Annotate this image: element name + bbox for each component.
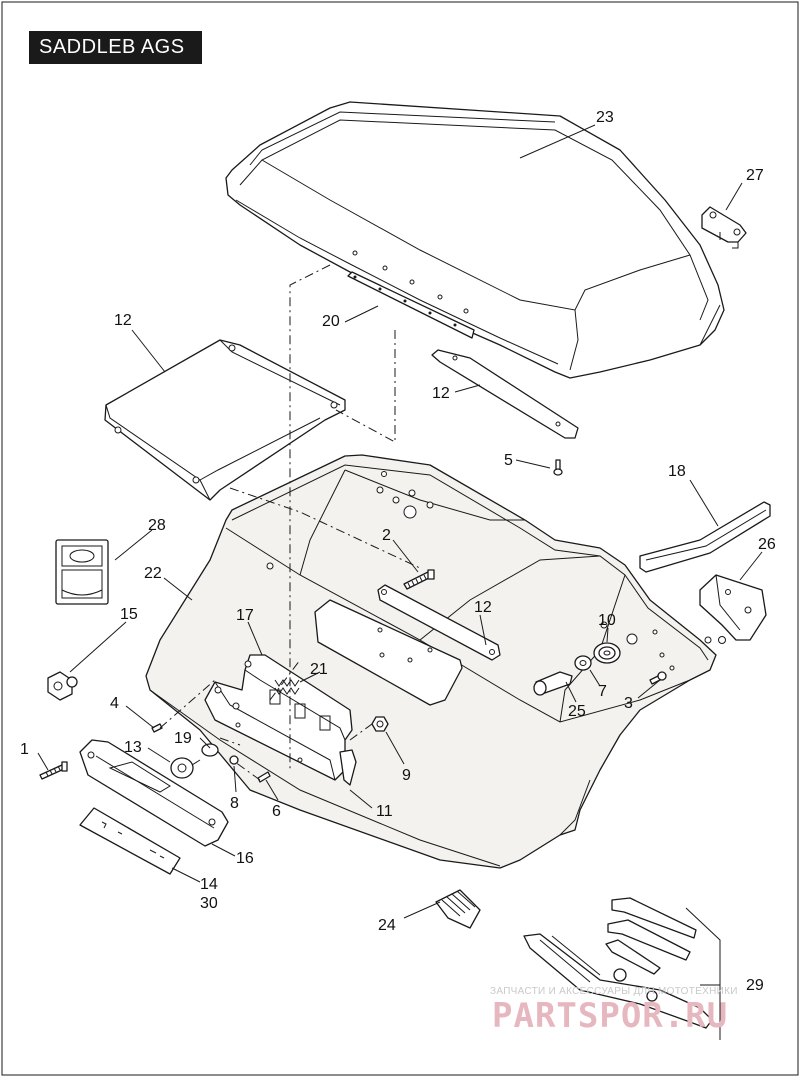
part-19-cam: [201, 743, 219, 757]
part-17-latch-base: [204, 654, 353, 781]
part-3-screw: [649, 671, 667, 685]
callout-3: 3: [624, 695, 633, 712]
callout-16: 16: [236, 850, 254, 867]
part-4-screw: [151, 723, 163, 733]
callout-10: 10: [598, 612, 616, 629]
part-7-washer: [574, 655, 592, 671]
callout-26: 26: [758, 536, 776, 553]
part-15-fastener: [47, 671, 78, 701]
part-20-hinge-strip: [347, 271, 475, 339]
part-2-screw: [403, 569, 435, 590]
callout-6: 6: [272, 803, 281, 820]
callout-18: 18: [668, 463, 686, 480]
callout-4: 4: [110, 695, 119, 712]
part-14-decal: [79, 807, 181, 875]
callout-11: 11: [376, 803, 393, 820]
callout-19: 19: [174, 730, 192, 747]
diagram-title: SADDLEB AGS: [39, 36, 185, 58]
callout-9: 9: [402, 767, 411, 784]
part-1-screw: [39, 761, 68, 780]
callout-24: 24: [378, 917, 396, 934]
callout-12c: 12: [474, 599, 492, 616]
callout-29: 29: [746, 977, 764, 994]
callout-13: 13: [124, 739, 142, 756]
part-6-screw: [257, 771, 271, 783]
part-22-saddlebag-body: [145, 454, 717, 869]
part-10-grommet: [593, 642, 621, 664]
callout-17: 17: [236, 607, 254, 624]
part-8-washer: [229, 755, 239, 765]
callout-30: 30: [200, 895, 218, 912]
part-28-badge: [55, 539, 109, 605]
part-21-spring: [274, 679, 300, 695]
part-25-pin: [533, 671, 573, 696]
callout-27: 27: [746, 167, 764, 184]
callout-20: 20: [322, 313, 340, 330]
part-16-latch-cover: [79, 739, 229, 847]
callout-12b: 12: [432, 385, 450, 402]
part-5-screw: [553, 459, 563, 476]
callout-21: 21: [310, 661, 328, 678]
callout-labels: 23 27 20 12 12 5 18 26 28 2 22 12 15 17 …: [20, 109, 776, 994]
part-11-latch-lever: [339, 749, 357, 786]
part-26-hinge-bracket: [699, 574, 767, 644]
part-18-trim-strip: [639, 501, 771, 573]
part-9-nut: [371, 716, 389, 732]
callout-8: 8: [230, 795, 239, 812]
callout-2: 2: [382, 527, 391, 544]
callout-1: 1: [20, 741, 29, 758]
callout-23: 23: [596, 109, 614, 126]
part-13-lock: [170, 757, 201, 779]
assembly-lines: [159, 264, 421, 781]
callout-25: 25: [568, 703, 586, 720]
part-12-liner-panel: [104, 339, 346, 501]
callout-5: 5: [504, 452, 513, 469]
part-23-lid: [225, 101, 725, 379]
watermark: ЗАПЧАСТИ И АКСЕССУАРЫ ДЛЯ МОТОТЕХНИКИ PA…: [490, 986, 738, 1036]
watermark-tagline: ЗАПЧАСТИ И АКСЕССУАРЫ ДЛЯ МОТОТЕХНИКИ: [490, 986, 738, 997]
callout-15: 15: [120, 606, 138, 623]
callout-12a: 12: [114, 312, 132, 329]
part-24-spring: [435, 889, 481, 929]
title-box: SADDLEB AGS: [29, 31, 202, 64]
callout-7: 7: [598, 683, 607, 700]
callout-22: 22: [144, 565, 162, 582]
part-12-strap-lid: [431, 349, 579, 439]
callout-28: 28: [148, 517, 166, 534]
part-27-hinge-plate: [701, 206, 747, 249]
watermark-brand: PARTSPOR.RU: [492, 996, 728, 1036]
callout-14: 14: [200, 876, 218, 893]
part-29-tool-kit: [523, 897, 713, 1029]
leader-lines: [37, 124, 763, 1040]
